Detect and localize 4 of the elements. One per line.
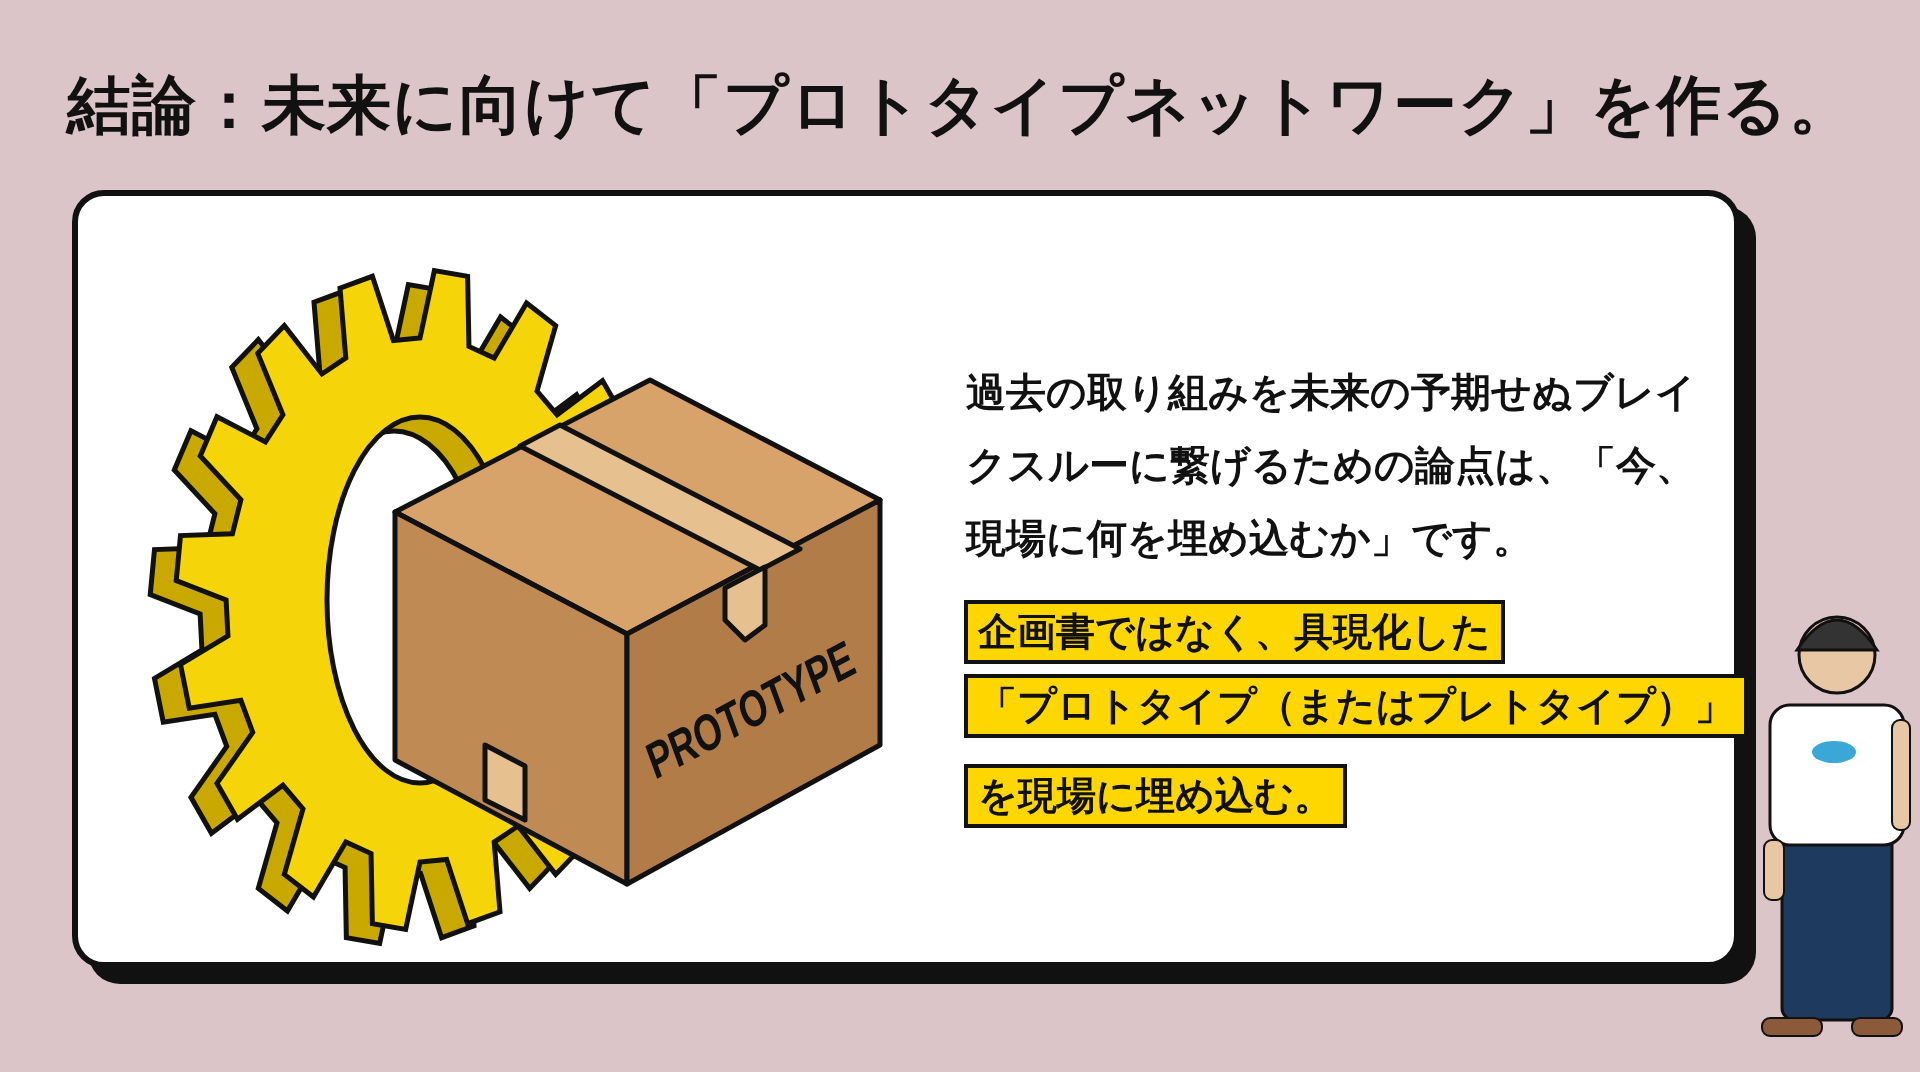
paragraph: 過去の取り組みを未来の予期せぬブレイクスルーに繋げるための論点は、「今、現場に何を埋め込むか」です。 bbox=[966, 368, 1697, 563]
title: 結論：未来に向けて「プロトタイプネットワーク」を作る。 bbox=[64, 67, 1855, 144]
highlighted-text: 企画書ではなく、具現化した bbox=[964, 600, 1505, 664]
highlighted-text: を現場に埋め込む。 bbox=[964, 764, 1347, 828]
